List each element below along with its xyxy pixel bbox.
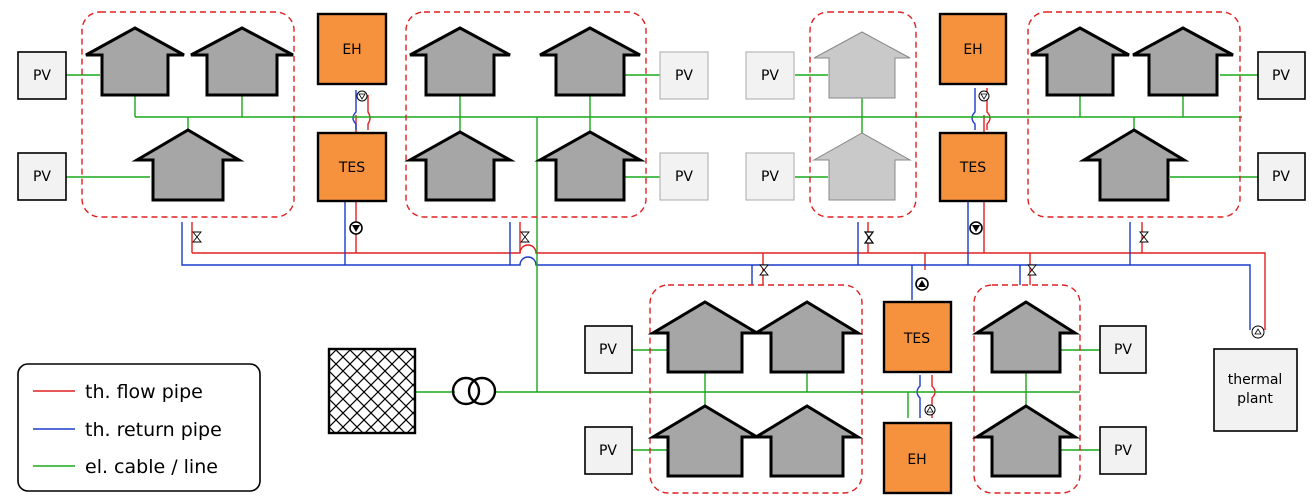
house-icon: [647, 300, 763, 374]
thermal-plant: thermal plant: [1213, 348, 1298, 432]
valve-icon: [192, 231, 202, 243]
house-icon: [85, 26, 185, 97]
pv-label: PV: [761, 169, 779, 185]
cluster-6: [973, 284, 1081, 494]
eh-label: EH: [342, 42, 361, 58]
house-icon: [1132, 26, 1234, 97]
house-icon: [1030, 26, 1130, 97]
eh-label: EH: [963, 42, 982, 58]
pv-box: PV: [1099, 426, 1147, 475]
tes-label: TES: [959, 160, 986, 176]
pv-label: PV: [761, 68, 779, 84]
pv-label: PV: [675, 169, 693, 185]
house-icon: [812, 132, 912, 201]
house-icon: [750, 404, 864, 478]
storage-units: EH TES EH TES TES EH: [316, 12, 1008, 495]
pv-box: PV: [584, 426, 633, 475]
pv-label: PV: [599, 443, 617, 459]
pump-icon: [349, 221, 363, 235]
valve-icon: [1139, 231, 1149, 243]
eh-label: EH: [907, 452, 926, 468]
house-icon: [534, 130, 646, 202]
cluster-5: [649, 284, 863, 494]
pv-label: PV: [1114, 342, 1132, 358]
grid-connection: [327, 347, 497, 435]
pv-box: PV: [584, 325, 633, 374]
house-icon: [813, 31, 911, 99]
eh-unit: EH: [882, 421, 953, 495]
pv-box: PV: [17, 51, 67, 100]
valve-icon: [863, 231, 875, 244]
house-icon: [190, 26, 294, 97]
pv-label: PV: [1272, 169, 1290, 185]
pumps: [349, 90, 1265, 416]
pv-box: PV: [1257, 152, 1306, 201]
pv-box: PV: [745, 51, 795, 100]
pump-icon: [356, 90, 368, 102]
pv-box: PV: [1257, 51, 1306, 100]
cluster-2: [405, 11, 647, 218]
pump-icon: [1251, 325, 1265, 339]
pv-label: PV: [599, 342, 617, 358]
tes-unit: TES: [938, 131, 1008, 203]
pv-label: PV: [1272, 68, 1290, 84]
house-icon: [131, 128, 245, 202]
pv-box: PV: [17, 152, 67, 201]
legend-label-flow: th. flow pipe: [85, 381, 203, 403]
house-icon: [971, 404, 1081, 478]
cluster-3: [809, 11, 917, 218]
building-clusters: [81, 11, 1241, 494]
transformer-icon: [451, 376, 497, 406]
tes-unit: TES: [316, 131, 388, 203]
thermal-plant-label-line2: plant: [1237, 391, 1273, 407]
house-icon: [539, 26, 641, 97]
pv-modules: PV PV PV PV PV PV PV PV PV PV PV PV: [17, 51, 1306, 475]
pump-icon: [915, 277, 929, 291]
tes-unit: TES: [882, 300, 953, 374]
house-icon: [1078, 128, 1190, 202]
pump-icon: [969, 221, 983, 235]
valve-icon: [520, 231, 530, 243]
pv-label: PV: [33, 169, 51, 185]
tes-label: TES: [903, 331, 930, 347]
house-icon: [404, 130, 516, 202]
house-icon: [750, 300, 864, 374]
legend-label-cable: el. cable / line: [85, 456, 218, 478]
houses: [85, 26, 1234, 478]
house-icon: [409, 26, 511, 97]
thermal-plant-label-line1: thermal: [1228, 372, 1283, 388]
pv-box: PV: [745, 152, 795, 201]
eh-unit: EH: [316, 12, 388, 86]
legend-label-return: th. return pipe: [85, 419, 222, 441]
pv-label: PV: [1114, 443, 1132, 459]
pump-icon: [978, 90, 990, 102]
eh-unit: EH: [938, 12, 1008, 86]
house-icon: [647, 404, 763, 478]
pv-label: PV: [33, 68, 51, 84]
valve-icon: [759, 264, 769, 276]
pv-box: PV: [1099, 325, 1147, 374]
legend: th. flow pipe th. return pipe el. cable …: [17, 363, 261, 492]
external-grid-icon: [327, 347, 417, 435]
pump-icon: [924, 404, 936, 416]
pv-box: PV: [659, 51, 709, 100]
house-icon: [971, 300, 1081, 374]
valve-icon: [1027, 264, 1037, 276]
pv-box: PV: [659, 152, 709, 201]
pv-label: PV: [675, 68, 693, 84]
valves: [192, 231, 1149, 276]
tes-label: TES: [338, 160, 365, 176]
